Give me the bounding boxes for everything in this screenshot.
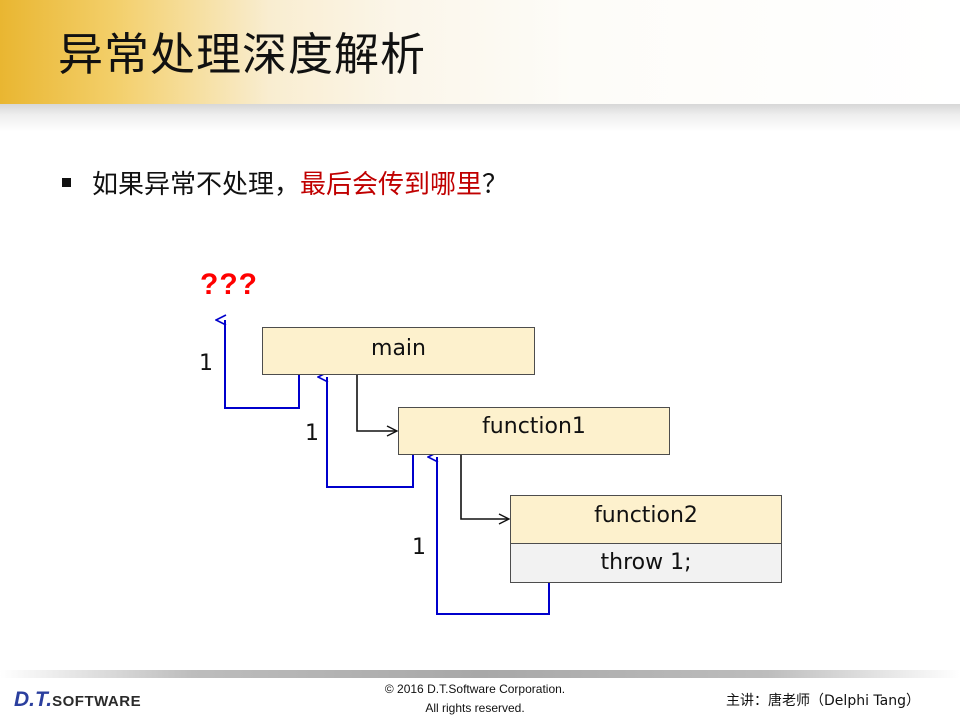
unknown-destination: ??? [200, 268, 258, 301]
main-box: main [262, 327, 535, 375]
return-label-main: 1 [199, 351, 213, 376]
bullet-text: 如果异常不处理，最后会传到哪里？ [92, 164, 508, 201]
copyright-line1: © 2016 D.T.Software Corporation. [384, 682, 566, 696]
bullet-prefix: 如果异常不处理， [92, 170, 301, 200]
bullet-marker [62, 178, 71, 187]
throw-label: throw 1; [600, 550, 692, 575]
main-label: main [371, 336, 426, 361]
bullet-highlight: 最后会传到哪里 [300, 170, 483, 200]
bullet-suffix: ？ [482, 170, 509, 200]
call-arrow-function1-to-function2 [460, 455, 508, 519]
return-arrow-main-to-unknown [225, 320, 300, 409]
dt-software-logo: D.T.SOFTWARE [14, 688, 141, 712]
title-shadow [0, 104, 960, 132]
return-label-function1: 1 [305, 421, 319, 446]
copyright: © 2016 D.T.Software Corporation. All rig… [330, 680, 620, 718]
logo-dt: D.T. [14, 688, 53, 711]
logo-software: SOFTWARE [52, 693, 142, 710]
return-arrow-function2-to-function1 [437, 457, 550, 615]
function2-label: function2 [594, 503, 698, 528]
function1-label: function1 [482, 414, 586, 439]
function1-box: function1 [398, 407, 670, 455]
copyright-line2: All rights reserved. [425, 701, 525, 715]
throw-box: throw 1; [510, 543, 782, 583]
return-label-function2: 1 [412, 535, 426, 560]
slide-title: 异常处理深度解析 [58, 28, 427, 81]
call-arrow-main-to-function1 [356, 375, 396, 431]
title-bar [0, 0, 960, 108]
function2-box: function2 [510, 495, 782, 544]
footer-divider [0, 670, 960, 678]
return-arrow-function1-to-main [327, 377, 414, 488]
lecturer: 主讲：唐老师（Delphi Tang） [726, 693, 920, 709]
